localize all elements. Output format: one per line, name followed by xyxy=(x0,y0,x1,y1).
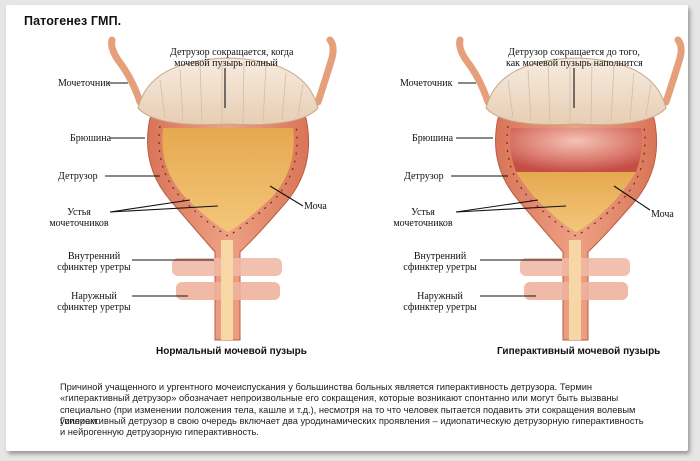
right-bladder xyxy=(456,36,685,341)
body-paragraph-1: Причиной учащенного и ургентного мочеисп… xyxy=(60,382,636,426)
left-detrusor-label: Детрузор xyxy=(58,171,98,182)
right-leader-lines xyxy=(451,68,651,297)
left-ureter-left xyxy=(108,36,144,106)
right-ureter-label: Мочеточник xyxy=(400,78,453,89)
left-urethra xyxy=(221,240,233,340)
right-ureter-left xyxy=(456,36,492,106)
right-urine xyxy=(516,172,636,232)
left-leader-lines xyxy=(105,68,304,297)
left-external-line2: сфинктер уретры xyxy=(57,302,131,313)
right-peritoneum xyxy=(485,57,667,126)
left-peritoneum-label: Брюшина xyxy=(70,133,112,144)
right-orifices-line1: Устья xyxy=(411,207,435,218)
page-title: Патогенез ГМП. xyxy=(24,14,122,28)
left-orifices-line2: мочеточников xyxy=(49,218,109,229)
right-detrusor-ring xyxy=(506,125,646,237)
left-top-label-line2: мочевой пузырь полный xyxy=(174,58,278,69)
right-external-line1: Наружный xyxy=(417,291,463,302)
left-detrusor-ring xyxy=(158,125,298,237)
right-inflamed-cavity xyxy=(510,128,642,172)
left-internal-line2: сфинктер уретры xyxy=(57,262,131,273)
left-external-line1: Наружный xyxy=(71,291,117,302)
right-peritoneum-label: Брюшина xyxy=(412,133,454,144)
right-top-label-line1: Детрузор сокращается до того, xyxy=(508,47,640,58)
right-top-label-line2: как мочевой пузырь наполнится xyxy=(506,58,643,69)
left-bladder xyxy=(108,36,337,341)
right-internal-line2: сфинктер уретры xyxy=(403,262,477,273)
right-ureter-right xyxy=(662,36,685,106)
left-internal-line1: Внутренний xyxy=(67,251,121,262)
left-peritoneum xyxy=(137,57,319,126)
right-detrusor-label: Детрузор xyxy=(404,171,444,182)
left-ureter-right xyxy=(314,36,337,106)
left-urine-label: Моча xyxy=(304,201,327,212)
right-external-line2: сфинктер уретры xyxy=(403,302,477,313)
left-top-label-line1: Детрузор сокращается, когда xyxy=(170,47,294,58)
left-ureter-label: Мочеточник xyxy=(58,78,111,89)
right-internal-line1: Внутренний xyxy=(413,251,467,262)
left-caption: Нормальный мочевой пузырь xyxy=(156,346,307,357)
right-orifices-line2: мочеточников xyxy=(393,218,453,229)
right-urine-label: Моча xyxy=(651,209,674,220)
right-caption: Гиперактивный мочевой пузырь xyxy=(497,346,661,357)
body-paragraph-2: Гиперактивный детрузор в свою очередь вк… xyxy=(60,416,644,438)
right-urethra xyxy=(569,240,581,340)
left-urine xyxy=(162,128,294,232)
left-orifices-line1: Устья xyxy=(67,207,91,218)
